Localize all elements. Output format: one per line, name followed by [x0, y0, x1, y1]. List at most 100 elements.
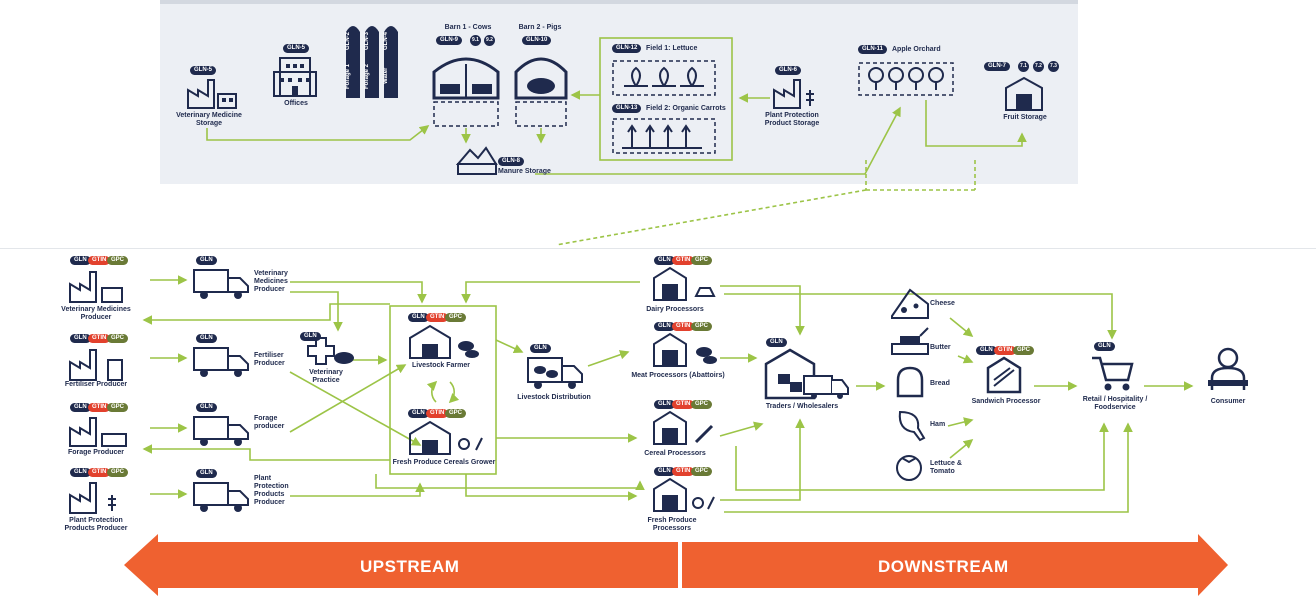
upstream-label: UPSTREAM — [360, 557, 460, 576]
gpc-badge: GPC — [691, 467, 713, 476]
sub-location-badge: 9.1 — [470, 35, 481, 46]
gln-badge: GLN — [70, 256, 91, 265]
gpc-badge: GPC — [107, 403, 129, 412]
sub-location-badge: 7.1 — [1018, 61, 1029, 72]
bread-label: Bread — [930, 380, 950, 387]
fresh-grower-label: Fresh Produce Cereals Grower — [392, 459, 496, 466]
delivery-truck-icon — [193, 416, 249, 446]
sub-location-badge: 7.2 — [1033, 61, 1044, 72]
field1-label: Field 1: Lettuce — [646, 45, 698, 52]
gtin-badge: GTIN — [88, 256, 111, 265]
livestock-dist-label: Livestock Distribution — [517, 394, 591, 401]
gln-badge: GLN — [654, 467, 675, 476]
fertiliser-producer-label: Fertiliser Producer — [254, 352, 285, 367]
gln-badge: GLN — [196, 403, 217, 412]
gln-badge: GLN-13 — [612, 104, 642, 113]
gtin-badge: GTIN — [672, 256, 695, 265]
silo-gln-label: GLN-2 — [345, 32, 351, 50]
warehouse-icon — [1005, 76, 1043, 111]
meat-factory-icon — [653, 332, 717, 367]
gpc-badge: GPC — [445, 313, 467, 322]
gln-badge: GLN-7 — [984, 62, 1010, 71]
dairy-label: Dairy Processors — [646, 306, 704, 313]
ham-icon — [898, 410, 926, 442]
consumer-label: Consumer — [1210, 398, 1246, 405]
fert-producer-label: Fertiliser Producer — [64, 381, 128, 388]
sub-location-badge: 7.3 — [1048, 61, 1059, 72]
silo-label: Forage 1 — [345, 63, 351, 89]
manure-storage-icon — [456, 146, 498, 175]
barn2-title: Barn 2 - Pigs — [518, 24, 562, 31]
plant-producer-label: Plant Protection Products Producer — [64, 517, 128, 532]
orchard-label: Apple Orchard — [892, 46, 941, 53]
factory-icon — [69, 271, 123, 303]
cheese-label: Cheese — [930, 300, 955, 307]
gpc-badge: GPC — [691, 400, 713, 409]
gln-badge: GLN — [1094, 342, 1115, 351]
gtin-badge: GTIN — [88, 403, 111, 412]
gln-badge: GLN-11 — [858, 45, 888, 54]
vet-med-producer-label: Veterinary Medicines Producer — [254, 270, 288, 293]
factory-icon — [69, 349, 123, 381]
gtin-badge: GTIN — [672, 467, 695, 476]
barn-icon — [409, 324, 479, 359]
traders-label: Traders / Wholesalers — [765, 403, 839, 410]
silo-gln-label: GLN-4 — [383, 32, 389, 50]
sandwich-label: Sandwich Processor — [971, 398, 1041, 405]
sandwich-icon — [986, 356, 1022, 394]
gpc-badge: GPC — [691, 322, 713, 331]
cereal-factory-icon — [653, 410, 714, 445]
gtin-badge: GTIN — [672, 400, 695, 409]
bread-icon — [896, 366, 924, 398]
barn1-title: Barn 1 - Cows — [444, 24, 492, 31]
gpc-badge: GPC — [1013, 346, 1035, 355]
lettuce-label: Lettuce & Tomato — [930, 460, 962, 475]
forage-producer2-label: Forage producer — [254, 415, 285, 430]
gtin-badge: GTIN — [426, 409, 449, 418]
section-divider — [0, 248, 1316, 249]
retail-label: Retail / Hospitality / Foodservice — [1082, 396, 1148, 411]
gln-badge: GLN-6 — [775, 66, 801, 75]
gln-badge: GLN-8 — [498, 157, 524, 166]
gln-badge: GLN — [530, 344, 551, 353]
veterinary-cross-icon — [307, 337, 354, 365]
pig-barn-icon — [514, 57, 568, 127]
gln-badge: GLN — [196, 469, 217, 478]
sub-location-badge: 9.2 — [484, 35, 495, 46]
gpc-badge: GPC — [107, 256, 129, 265]
consumer-icon — [1208, 347, 1248, 390]
lettuce-field-icon — [612, 60, 716, 96]
gln-badge: GLN-5 — [283, 44, 309, 53]
gpc-badge: GPC — [445, 409, 467, 418]
gpc-badge: GPC — [691, 256, 713, 265]
gtin-badge: GTIN — [88, 468, 111, 477]
gln-badge: GLN-9 — [436, 36, 462, 45]
downstream-label: DOWNSTREAM — [878, 557, 1009, 576]
butter-icon — [891, 327, 929, 355]
office-building-icon — [273, 57, 317, 97]
gln-badge: GLN — [70, 334, 91, 343]
orchard-icon — [858, 62, 954, 96]
forage-producer-label: Forage Producer — [67, 449, 124, 456]
field2-label: Field 2: Organic Carrots — [646, 105, 726, 112]
gtin-badge: GTIN — [994, 346, 1017, 355]
shopping-cart-icon — [1092, 356, 1134, 391]
cow-barn-icon — [432, 57, 500, 127]
stream-direction-arrow — [124, 534, 1228, 596]
gln-badge: GLN — [654, 256, 675, 265]
meat-label: Meat Processors (Abattoirs) — [631, 372, 725, 379]
carrot-field-icon — [612, 118, 716, 154]
delivery-truck-icon — [193, 482, 249, 512]
silo-gln-label: GLN-3 — [364, 32, 370, 50]
gln-badge: GLN — [654, 322, 675, 331]
gln-badge: GLN — [654, 400, 675, 409]
gln-badge: GLN — [196, 256, 217, 265]
silo-label: Water — [383, 67, 389, 85]
factory-icon — [69, 482, 116, 514]
gln-badge: GLN — [70, 468, 91, 477]
gtin-badge: GTIN — [672, 322, 695, 331]
dairy-factory-icon — [653, 266, 716, 301]
plant-producer2-label: Plant Protection Products Producer — [254, 475, 289, 506]
vet-practice-label: Veterinary Practice — [309, 369, 343, 384]
factory-icon — [187, 79, 237, 109]
